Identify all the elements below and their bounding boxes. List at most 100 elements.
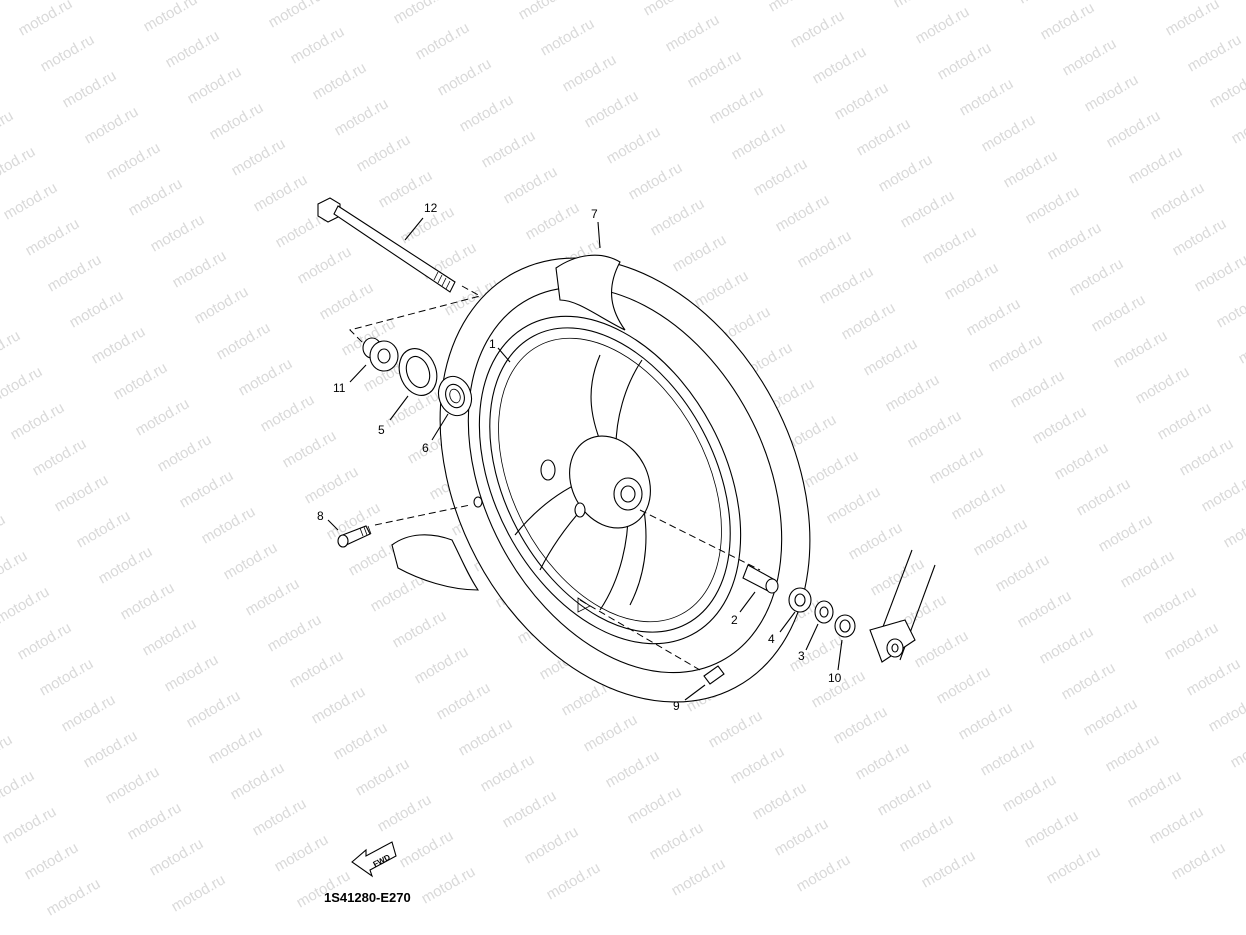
watermark-text: motod.ru (839, 299, 899, 343)
watermark-text: motod.ru (971, 515, 1031, 559)
watermark-text: motod.ru (0, 143, 38, 187)
watermark-text: motod.ru (331, 719, 391, 763)
balance-weight (703, 665, 725, 685)
watermark-text: motod.ru (1015, 587, 1075, 631)
watermark-text: motod.ru (1133, 363, 1193, 407)
watermark-text: motod.ru (853, 739, 913, 783)
watermark-text: motod.ru (479, 127, 539, 171)
watermark-text: motod.ru (1163, 0, 1223, 39)
watermark-text: motod.ru (706, 707, 766, 751)
watermark-text: motod.ru (1185, 31, 1245, 75)
watermark-text: motod.ru (1081, 695, 1141, 739)
watermark-text: motod.ru (1038, 0, 1098, 43)
watermark-text: motod.ru (817, 263, 877, 307)
watermark-text: motod.ru (288, 23, 348, 67)
watermark-text: motod.ru (125, 799, 185, 843)
watermark-text: motod.ru (89, 323, 149, 367)
watermark-text: motod.ru (1067, 255, 1127, 299)
watermark-text: motod.ru (854, 115, 914, 159)
watermark-text: motod.ru (787, 631, 847, 675)
watermark-text: motod.ru (912, 627, 972, 671)
watermark-text: motod.ru (310, 59, 370, 103)
axle (317, 197, 456, 293)
watermark-text: motod.ru (544, 859, 604, 903)
watermark-text: motod.ru (96, 543, 156, 587)
watermark-text: motod.ru (935, 39, 995, 83)
watermark-text: motod.ru (456, 715, 516, 759)
watermark-text: motod.ru (148, 211, 208, 255)
watermark-text: motod.ru (978, 735, 1038, 779)
watermark-text: motod.ru (772, 815, 832, 859)
watermark-text: motod.ru (1229, 103, 1246, 147)
watermark-text: motod.ru (169, 871, 229, 915)
watermark-text: motod.ru (214, 319, 274, 363)
watermark-text: motod.ru (67, 287, 127, 331)
watermark-text: motod.ru (0, 327, 23, 371)
watermark-text: motod.ru (287, 647, 347, 691)
watermark-text: motod.ru (192, 283, 252, 327)
watermark-text: motod.ru (15, 619, 75, 663)
watermark-text: motod.ru (773, 191, 833, 235)
watermark-text: motod.ru (170, 247, 230, 291)
watermark-text: motod.ru (140, 615, 200, 659)
watermark-text: motod.ru (0, 731, 15, 775)
watermark-text: motod.ru (1228, 727, 1246, 771)
watermark-text: motod.ru (0, 0, 53, 3)
watermark-text: motod.ru (927, 443, 987, 487)
watermark-text: motod.ru (251, 171, 311, 215)
watermark-text: motod.ru (648, 195, 708, 239)
watermark-text: motod.ru (1155, 399, 1215, 443)
watermark-text: motod.ru (766, 0, 826, 15)
watermark-text: motod.ru (266, 0, 326, 31)
oil-seal (398, 348, 438, 396)
watermark-text: motod.ru (920, 223, 980, 267)
watermark-text: motod.ru (1096, 511, 1156, 555)
watermark-text: motod.ru (185, 63, 245, 107)
diagram-code: 1S41280-E270 (324, 890, 411, 905)
callout-3: 3 (798, 649, 805, 663)
watermark-text: motod.ru (516, 0, 576, 23)
watermark-text: motod.ru (133, 395, 193, 439)
watermark-text: motod.ru (126, 175, 186, 219)
watermark-text: motod.ru (1016, 0, 1076, 7)
watermark-text: motod.ru (38, 31, 98, 75)
watermark-text: motod.ru (1236, 323, 1246, 367)
watermark-text: motod.ru (832, 79, 892, 123)
watermark-text: motod.ru (0, 767, 37, 811)
watermark-text: motod.ru (1214, 287, 1246, 331)
tire-cutaway-bottom (391, 534, 480, 591)
watermark-text: motod.ru (228, 759, 288, 803)
watermark-text: motod.ru (221, 539, 281, 583)
watermark-text: motod.ru (1000, 771, 1060, 815)
watermark-text: motod.ru (883, 371, 943, 415)
watermark-text: motod.ru (250, 795, 310, 839)
leader-lines (327, 217, 843, 701)
watermark-text: motod.ru (897, 811, 957, 855)
watermark-text: motod.ru (434, 679, 494, 723)
watermark-text: motod.ru (1052, 439, 1112, 483)
watermark-text: motod.ru (457, 91, 517, 135)
watermark-text: motod.ru (295, 243, 355, 287)
watermark-text: motod.ru (397, 827, 457, 871)
watermark-text: motod.ru (964, 295, 1024, 339)
watermark-text: motod.ru (913, 3, 973, 47)
watermark-text: motod.ru (949, 479, 1009, 523)
watermark-text: motod.ru (1045, 219, 1105, 263)
watermark-text: motod.ru (383, 387, 443, 431)
watermark-text: motod.ru (905, 407, 965, 451)
watermark-text: motod.ru (280, 427, 340, 471)
watermark-text: motod.ru (522, 823, 582, 867)
weight-guide-line (579, 599, 701, 671)
watermark-text: motod.ru (831, 703, 891, 747)
watermark-text: motod.ru (1147, 803, 1207, 847)
fwd-arrow-icon: FWD (351, 841, 397, 878)
watermark-text: motod.ru (986, 331, 1046, 375)
valve-hole (473, 496, 483, 508)
spacer-guide-line (639, 509, 761, 571)
watermark-text: motod.ru (82, 103, 142, 147)
bearing (437, 375, 473, 417)
watermark-text: motod.ru (332, 95, 392, 139)
watermark-text: motod.ru (861, 335, 921, 379)
watermark-text: motod.ru (45, 251, 105, 295)
